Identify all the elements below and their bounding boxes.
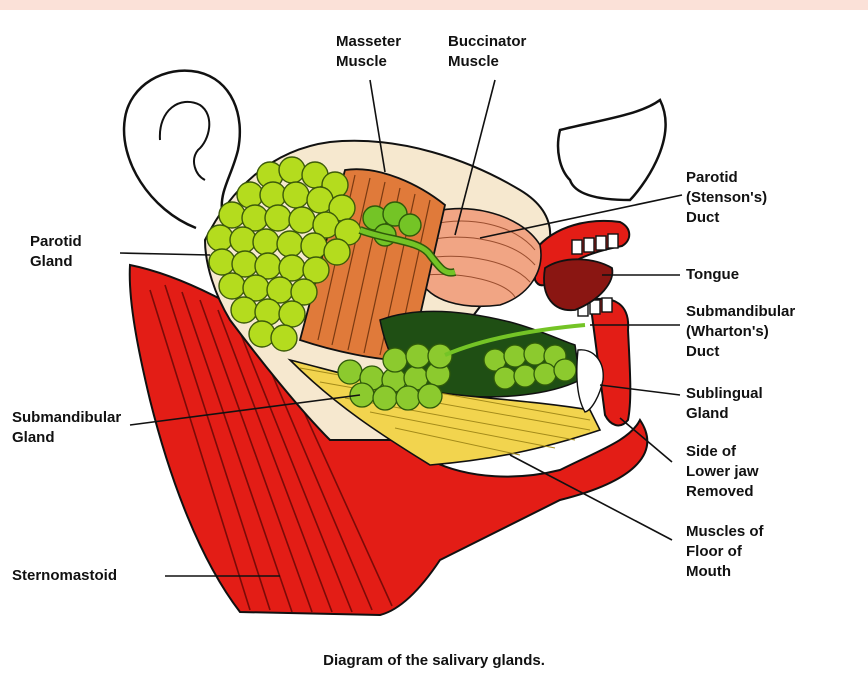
label-parotid-gland: Parotid Gland <box>30 232 82 272</box>
label-sublingual-gland: Sublingual Gland <box>686 384 763 424</box>
label-buccinator: Buccinator Muscle <box>448 32 526 72</box>
label-floor-muscles: Muscles of Floor of Mouth <box>686 522 764 582</box>
label-masseter: Masseter Muscle <box>336 32 401 72</box>
label-parotid-duct: Parotid (Stenson's) Duct <box>686 168 767 228</box>
label-sternomastoid: Sternomastoid <box>12 566 117 586</box>
label-submandibular-gland: Submandibular Gland <box>12 408 121 448</box>
ear <box>124 71 240 228</box>
caption: Diagram of the salivary glands. <box>0 652 868 669</box>
label-lower-jaw: Side of Lower jaw Removed <box>686 442 759 502</box>
nose <box>558 100 665 200</box>
jaw-cut <box>577 350 603 412</box>
label-tongue: Tongue <box>686 265 739 285</box>
label-submandibular-duct: Submandibular (Wharton's) Duct <box>686 302 795 362</box>
